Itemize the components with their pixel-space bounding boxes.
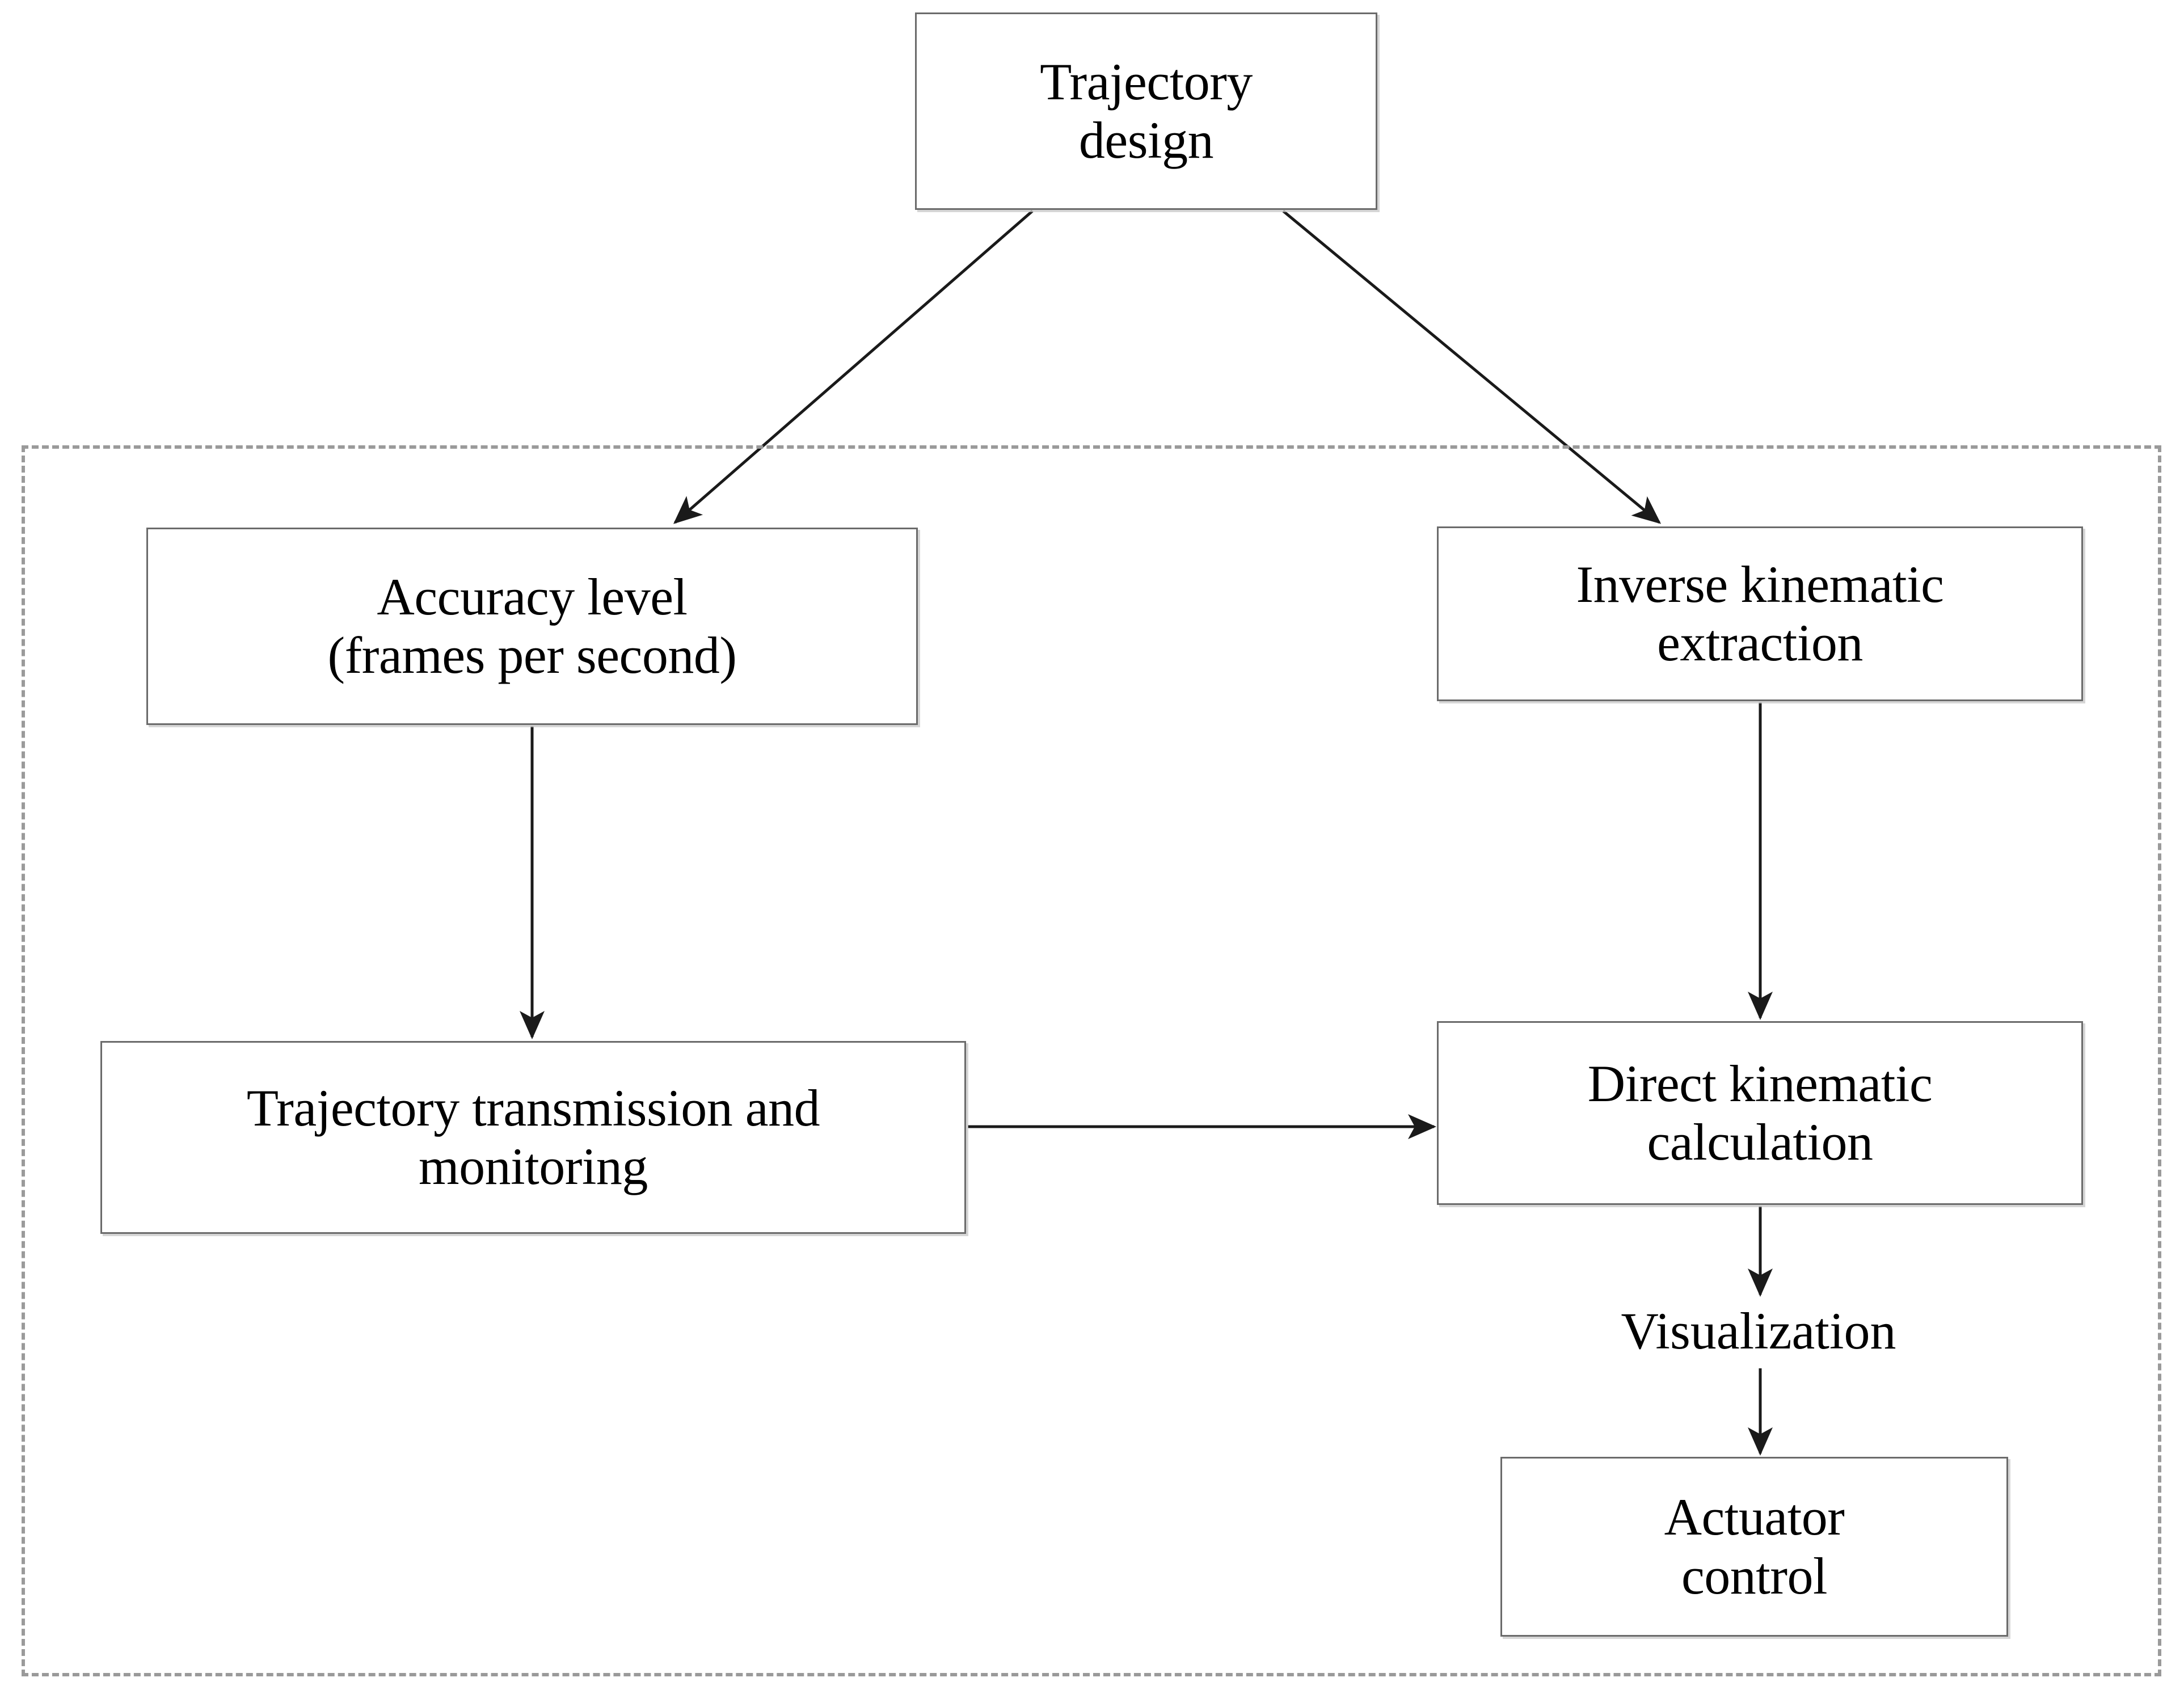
edge-design-to-inverse [1282,210,1662,524]
edge-design-to-accuracy [673,210,1034,524]
node-trajectory-design[interactable]: Trajectory design [915,12,1377,210]
node-inverse-kinematic-extraction[interactable]: Inverse kinematic extraction [1437,526,2083,701]
node-actuator-control-label: Actuator control [1664,1488,1845,1605]
node-accuracy-level-label: Accuracy level (frames per second) [327,567,737,684]
node-inverse-kinematic-extraction-label: Inverse kinematic extraction [1576,555,1945,672]
node-direct-kinematic-calculation-label: Direct kinematic calculation [1587,1054,1933,1171]
edge-label-visualization: Visualization [1621,1302,1896,1360]
node-trajectory-design-label: Trajectory design [1040,52,1253,169]
node-direct-kinematic-calculation[interactable]: Direct kinematic calculation [1437,1021,2083,1205]
node-trajectory-transmission-monitoring[interactable]: Trajectory transmission and monitoring [100,1041,966,1234]
node-accuracy-level[interactable]: Accuracy level (frames per second) [146,528,918,725]
node-actuator-control[interactable]: Actuator control [1500,1457,2008,1637]
node-trajectory-transmission-monitoring-label: Trajectory transmission and monitoring [246,1078,820,1195]
